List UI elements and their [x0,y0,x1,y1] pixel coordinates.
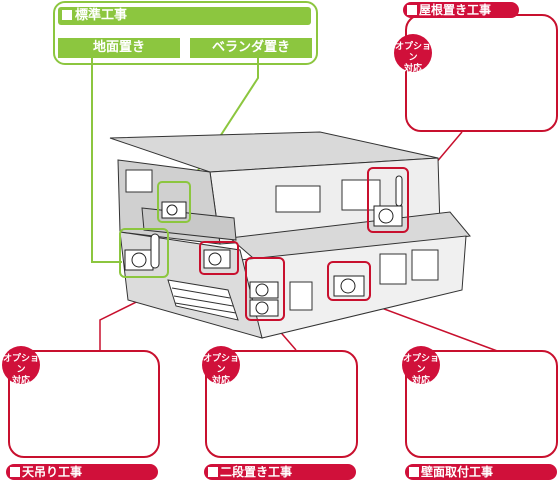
option-badge-roof: オプション対応 [394,34,432,74]
standard-installation-title: 標準工事 [58,7,311,25]
ceiling-callout-frame [8,350,160,458]
two-tier-callout-frame [205,350,358,458]
option-badge-line1: オプション [394,42,431,63]
wall-installation-label: 壁面取付工事 [405,464,557,480]
option-badge-two-tier: オプション対応 [202,346,240,386]
house-small-units [124,175,403,317]
ceiling-installation-label: 天吊り工事 [6,464,158,480]
option-badge-line2: 対応 [403,64,422,74]
option-badge-wall: オプション対応 [402,346,440,386]
house-illustration [109,131,471,339]
square-bullet-icon [62,10,72,20]
two-tier-installation-label: 二段置き工事 [204,464,356,480]
roof-installation-label: 屋根置き工事 [403,2,519,18]
ground-placement-label: 地面置き [58,38,180,58]
option-badge-line1: オプション [2,354,39,375]
option-badge-line2: 対応 [211,376,230,386]
option-badge-ceiling: オプション対応 [2,346,40,386]
standard-title-text: 標準工事 [75,8,128,23]
option-badge-line1: オプション [402,354,439,375]
veranda-placement-label: ベランダ置き [190,38,312,58]
option-badge-line2: 対応 [411,376,430,386]
option-badge-line1: オプション [202,354,239,375]
house-highlights [119,167,409,321]
option-badge-line2: 対応 [11,376,30,386]
